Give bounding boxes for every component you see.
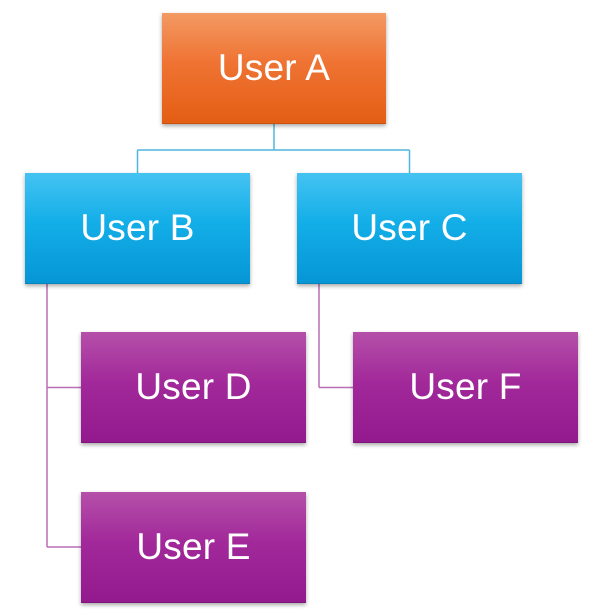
node-user-d: User D [81,332,306,443]
child-connectors [46,284,353,548]
root-connectors [136,124,411,173]
node-user-b-label: User B [80,207,195,248]
node-user-a-label: User A [217,47,331,88]
node-user-e: User E [81,492,306,603]
node-user-b: User B [25,173,250,284]
node-user-c: User C [297,173,522,284]
node-user-c-label: User C [351,207,468,248]
node-user-f-label: User F [409,366,522,407]
node-user-e-label: User E [136,526,251,567]
node-user-a: User A [162,13,386,124]
node-user-f: User F [353,332,578,443]
node-user-d-label: User D [135,366,252,407]
